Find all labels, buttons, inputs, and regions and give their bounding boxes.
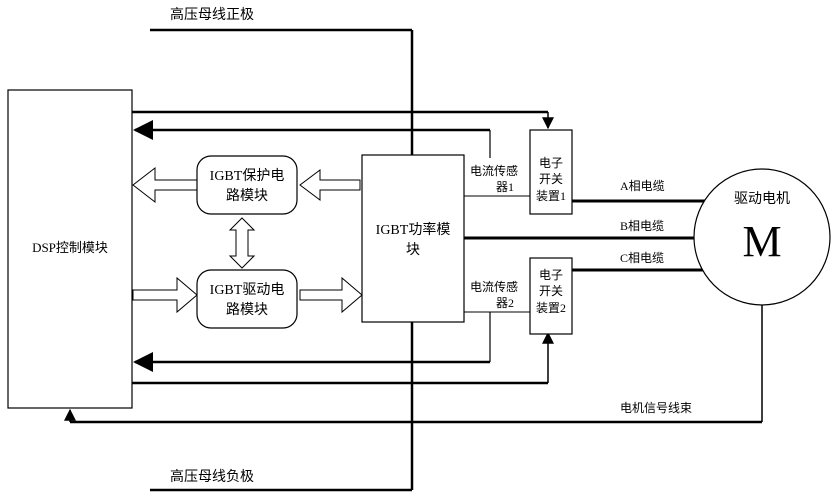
- igbt-protection-label-1: IGBT保护电: [210, 168, 285, 184]
- dsp-to-drive-arrow: [132, 276, 198, 314]
- phase-c-label: C相电缆: [620, 251, 664, 265]
- hv-bus-negative: [150, 322, 414, 492]
- igbt-power-label-2: 块: [406, 242, 420, 258]
- switch2-label-2: 开关: [539, 284, 563, 298]
- dsp-to-switch1-signal: [132, 110, 554, 130]
- power-to-protect-arrow: [299, 169, 361, 201]
- igbt-drive-label-1: IGBT驱动电: [210, 282, 285, 298]
- dsp-control-module-label: DSP控制模块: [32, 240, 108, 255]
- current-sensor1-label-2: 器1: [496, 180, 514, 194]
- current-sensor2-label-1: 电流传感: [470, 279, 518, 294]
- motor-signal-harness: [64, 303, 763, 424]
- switch2-to-dsp-feedback: [133, 312, 491, 372]
- protect-drive-bidirectional-arrow: [228, 217, 256, 269]
- hv-bus-positive-label: 高压母线正极: [170, 6, 254, 23]
- phase-a-label: A相电缆: [620, 179, 665, 193]
- drive-motor: [693, 168, 831, 306]
- current-sensor2-label-2: 器2: [496, 296, 514, 310]
- igbt-power-label-1: IGBT功率模: [376, 221, 451, 238]
- igbt-drive-module: [196, 269, 298, 329]
- motor-symbol: M: [742, 217, 781, 266]
- hv-bus-positive: [150, 28, 414, 155]
- switch2-label-1: 电子: [539, 268, 563, 282]
- igbt-power-module: [361, 154, 465, 323]
- switch1-label-1: 电子: [539, 156, 563, 170]
- switch1-to-dsp-feedback: [133, 120, 491, 158]
- electronic-switch-2: [529, 257, 573, 335]
- hv-bus-negative-label: 高压母线负极: [170, 468, 254, 485]
- current-sensor1-label-1: 电流传感: [470, 163, 518, 178]
- switch2-label-3: 装置2: [536, 301, 566, 315]
- igbt-drive-label-2: 路模块: [226, 302, 268, 318]
- drive-to-power-arrow: [299, 276, 363, 314]
- protect-to-dsp-arrow: [132, 166, 198, 204]
- motor-signal-harness-label: 电机信号线束: [620, 401, 692, 415]
- drive-motor-label: 驱动电机: [734, 191, 790, 207]
- switch1-label-2: 开关: [539, 172, 563, 186]
- dsp-to-switch2-signal: [132, 331, 554, 385]
- dsp-control-module: [7, 89, 133, 409]
- phase-b-label: B相电缆: [620, 219, 664, 233]
- switch1-label-3: 装置1: [536, 189, 566, 203]
- igbt-protection-module: [196, 155, 298, 215]
- igbt-protection-label-2: 路模块: [226, 188, 268, 204]
- electronic-switch-1: [529, 129, 573, 215]
